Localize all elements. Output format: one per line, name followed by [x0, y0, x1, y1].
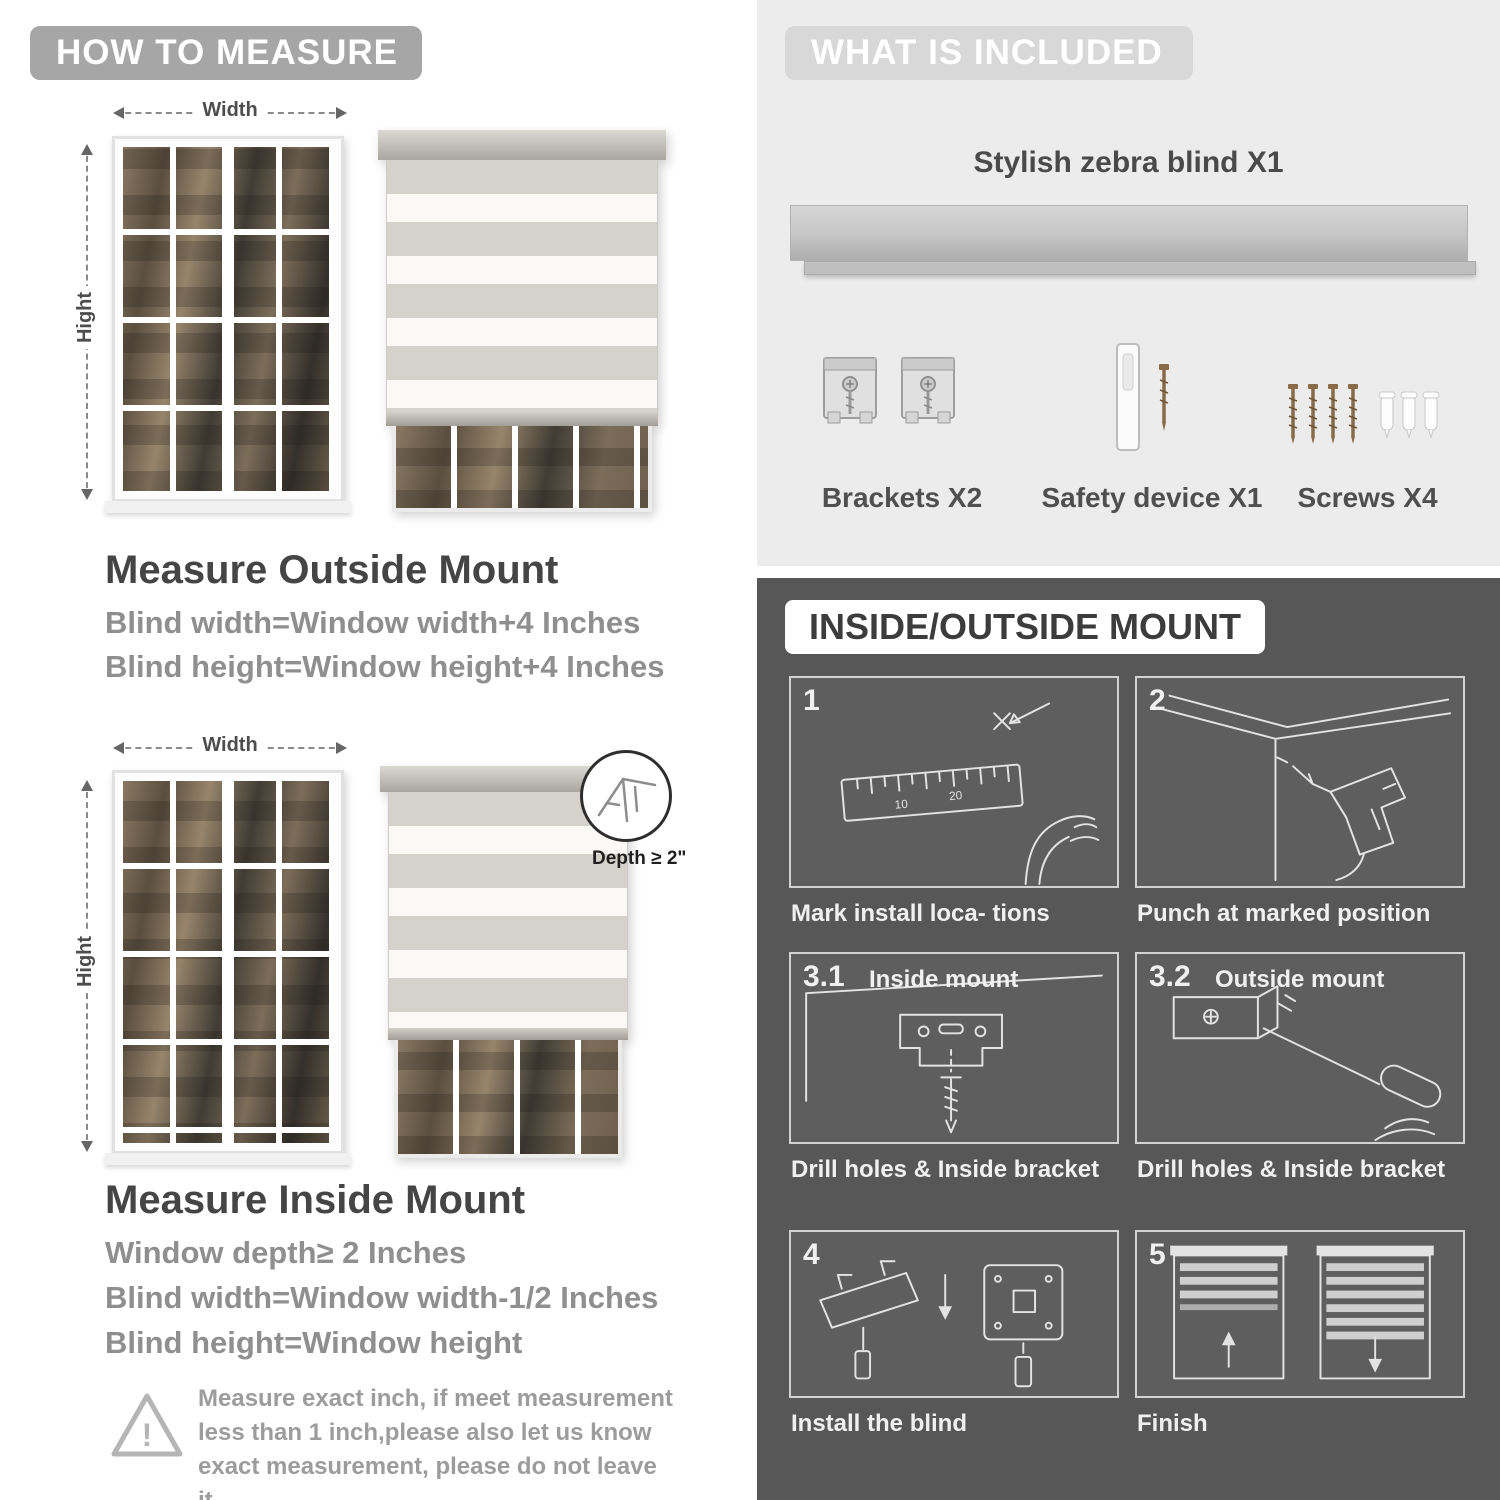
width-label-wrap-inside: Width: [115, 734, 345, 757]
blind-headrail: [378, 130, 666, 160]
mark-locations-illustration: 10 20: [840, 702, 1100, 886]
bracket-icon: [901, 357, 955, 424]
step-number: 3.1: [803, 960, 845, 993]
step-sub-label: Outside mount: [1215, 966, 1385, 993]
step-number: 3.2: [1149, 960, 1191, 993]
height-label-outside: Hight: [74, 285, 98, 350]
svg-text:20: 20: [949, 789, 964, 803]
step-caption: Punch at marked position: [1137, 900, 1431, 927]
depth-label: Depth ≥ 2": [592, 848, 687, 869]
step-panel-3-1: 3.1 Inside mount: [789, 952, 1119, 1144]
what-is-included-section: WHAT IS INCLUDED Stylish zebra blind X1: [757, 0, 1500, 566]
step-number: 2: [1149, 684, 1166, 717]
window-under-blind: [394, 1040, 622, 1158]
step-panel-4: 4: [789, 1230, 1119, 1398]
zebra-blind-illustration-outside: [378, 130, 666, 512]
step-panel-5: 5: [1135, 1230, 1465, 1398]
inside-formula-height: Blind height=Window height: [105, 1325, 523, 1360]
window-under-blind: [392, 426, 652, 512]
inside-formula-width: Blind width=Window width-1/2 Inches: [105, 1280, 659, 1315]
wall-anchor: [1378, 391, 1396, 439]
what-is-included-badge: WHAT IS INCLUDED: [785, 26, 1193, 80]
install-blind-illustration: [819, 1260, 1064, 1388]
window-illustration-inside: [105, 770, 351, 1165]
safety-device-label: Safety device X1: [1041, 482, 1263, 513]
measure-inside-title: Measure Inside Mount: [105, 1178, 526, 1222]
step-panel-3-2: 3.2 Outside mount: [1135, 952, 1465, 1144]
brackets-icons: [819, 350, 959, 430]
outside-formula-height: Blind height=Window height+4 Inches: [105, 649, 665, 684]
width-label-inside: Width: [194, 734, 266, 757]
blind-stripes: [388, 792, 628, 1028]
inside-outside-mount-badge: INSIDE/OUTSIDE MOUNT: [785, 600, 1266, 654]
width-label-outside: Width: [194, 99, 266, 122]
step-number: 1: [803, 684, 820, 717]
blind-headrail-product-image: [790, 205, 1468, 261]
brackets-label: Brackets X2: [821, 482, 983, 513]
svg-text:10: 10: [894, 798, 909, 812]
screws-label: Screws X4: [1297, 482, 1438, 513]
step-panel-2: 2: [1135, 676, 1465, 888]
warning-text: Measure exact inch, if meet measurement …: [198, 1385, 673, 1500]
warning-triangle-icon: !: [111, 1393, 183, 1457]
window-glass-outside: [123, 147, 333, 491]
bracket-icon: [823, 357, 877, 424]
how-to-measure-badge: HOW TO MEASURE: [30, 26, 422, 80]
zebra-blind-illustration-inside: [380, 766, 636, 1158]
step-number: 4: [803, 1238, 820, 1271]
inside-outside-mount-title: INSIDE/OUTSIDE MOUNT: [809, 606, 1242, 647]
screw: [1288, 384, 1298, 444]
outside-formula-width: Blind width=Window width+4 Inches: [105, 605, 641, 640]
mount-instructions-section: INSIDE/OUTSIDE MOUNT 1 10 20 Mark instal…: [757, 578, 1500, 1500]
safety-device-icon: [1116, 343, 1169, 451]
blind-stripes: [386, 160, 658, 412]
step-caption: Install the blind: [791, 1410, 968, 1437]
width-label-wrap-outside: Width: [115, 99, 345, 122]
window-illustration-outside: [105, 136, 351, 513]
blind-headrail-lip: [804, 261, 1476, 275]
step-caption: Mark install loca- tions: [791, 900, 1050, 927]
how-to-measure-title: HOW TO MEASURE: [56, 33, 398, 72]
step-caption: Finish: [1137, 1410, 1208, 1437]
step-number: 5: [1149, 1238, 1166, 1271]
drill-illustration: [1154, 694, 1452, 882]
depth-corner-drawing: [597, 777, 657, 823]
finish-illustration: [1170, 1245, 1434, 1380]
blind-bottomrail: [386, 412, 658, 426]
step-caption: Drill holes & Inside bracket: [1137, 1156, 1446, 1183]
what-is-included-title: WHAT IS INCLUDED: [811, 33, 1163, 72]
screws-icon: [1288, 384, 1440, 444]
step-caption: Drill holes & Inside bracket: [791, 1156, 1100, 1183]
blind-bottomrail: [388, 1028, 628, 1040]
inside-formula-depth: Window depth≥ 2 Inches: [105, 1235, 467, 1270]
inside-bracket-illustration: [805, 974, 1103, 1134]
step-panel-1: 1 10 20: [789, 676, 1119, 888]
depth-callout-circle: [580, 750, 672, 842]
step-sub-label: Inside mount: [869, 966, 1019, 993]
measure-outside-title: Measure Outside Mount: [105, 548, 559, 592]
svg-text:!: !: [142, 1417, 153, 1453]
window-glass-inside: [123, 781, 333, 1143]
outside-bracket-illustration: [1172, 985, 1442, 1142]
zebra-blind-product-label: Stylish zebra blind X1: [973, 146, 1284, 179]
height-label-inside: Hight: [74, 929, 98, 994]
